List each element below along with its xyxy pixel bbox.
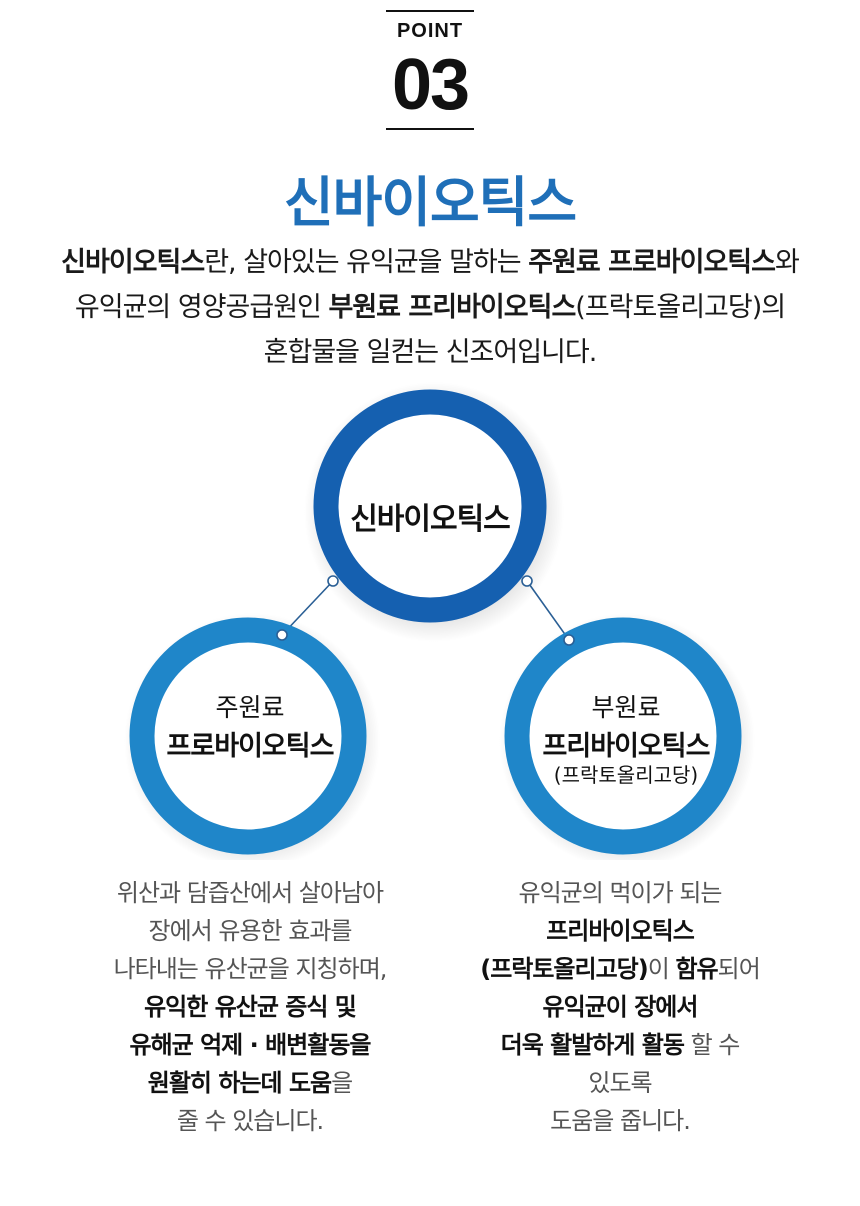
- desc-line: 줄 수 있습니다.: [176, 1107, 324, 1135]
- page-title: 신바이오틱스: [283, 171, 577, 234]
- synbiotics-diagram: [124, 382, 755, 860]
- desc-bold: 유익균이 장에서: [542, 993, 699, 1021]
- desc-line: 프리바이오틱스: [430, 912, 810, 950]
- intro-line-2: 유익균의 영양공급원인 부원료 프리바이오틱스(프락토올리고당)의: [0, 285, 860, 330]
- desc-bold: 유익한 유산균 증식 및: [144, 993, 357, 1021]
- intro-text: 와: [775, 247, 800, 278]
- intro-text: 유익균의 영양공급원인: [74, 292, 329, 323]
- intro-text: (프락토올리고당)의: [575, 292, 786, 323]
- left-circle-sublabel: 주원료: [215, 693, 285, 722]
- desc-bold: 프리바이오틱스: [546, 917, 695, 945]
- desc-bold: (프락토올리고당): [480, 955, 648, 983]
- left-circle-label: 프로바이오틱스: [166, 731, 335, 762]
- intro-bold: 신바이오틱스: [61, 247, 205, 278]
- desc-line: 더욱 활발하게 활동 할 수: [430, 1026, 810, 1064]
- probiotics-description: 위산과 담즙산에서 살아남아 장에서 유용한 효과를 나타내는 유산균을 지칭하…: [60, 874, 440, 1140]
- intro-paragraph: 신바이오틱스란, 살아있는 유익균을 말하는 주원료 프로바이오틱스와 유익균의…: [0, 240, 860, 375]
- desc-text: 할 수: [683, 1031, 741, 1059]
- desc-line: 장에서 유용한 효과를: [148, 917, 353, 945]
- point-label: POINT: [396, 20, 464, 42]
- desc-text: 되어: [717, 955, 761, 983]
- right-circle-sublabel: 부원료: [591, 693, 661, 722]
- desc-line: 원활히 하는데 도움을: [60, 1064, 440, 1102]
- right-circle-label: 프리바이오틱스: [542, 731, 711, 762]
- desc-line: 유해균 억제 · 배변활동을: [60, 1026, 440, 1064]
- right-circle-paren: (프락토올리고당): [553, 763, 699, 787]
- desc-text: 이: [647, 955, 676, 983]
- intro-bold: 주원료 프로바이오틱스: [528, 247, 776, 278]
- ring-left: [129, 617, 367, 855]
- desc-line: 유익균이 장에서: [430, 988, 810, 1026]
- intro-bold: 부원료 프리바이오틱스: [328, 292, 576, 323]
- point-number: 03: [391, 45, 470, 125]
- desc-line: 유익한 유산균 증식 및: [60, 988, 440, 1026]
- desc-bold: 함유: [675, 955, 718, 983]
- desc-text: 을: [331, 1069, 353, 1097]
- desc-line: 도움을 줍니다.: [550, 1107, 691, 1135]
- ring-right: [504, 617, 742, 855]
- top-rule: [386, 10, 474, 12]
- ring-top: [313, 389, 547, 623]
- desc-bold: 더욱 활발하게 활동: [500, 1031, 685, 1059]
- desc-line: 유익균의 먹이가 되는: [518, 879, 723, 907]
- desc-bold: 유해균 억제 · 배변활동을: [129, 1031, 372, 1059]
- intro-line-1: 신바이오틱스란, 살아있는 유익균을 말하는 주원료 프로바이오틱스와: [0, 240, 860, 285]
- top-circle-label: 신바이오틱스: [350, 502, 511, 537]
- desc-line: (프락토올리고당)이 함유되어: [430, 950, 810, 988]
- desc-line: 위산과 담즙산에서 살아남아: [116, 879, 384, 907]
- desc-line: 나타내는 유산균을 지칭하며,: [113, 955, 388, 983]
- desc-line: 있도록: [588, 1069, 652, 1097]
- connector-dot: [521, 575, 533, 587]
- connector-dot: [327, 575, 339, 587]
- desc-bold: 원활히 하는데 도움: [147, 1069, 332, 1097]
- intro-text: 란, 살아있는 유익균을 말하는: [204, 247, 529, 278]
- intro-line-3: 혼합물을 일컫는 신조어입니다.: [263, 337, 598, 368]
- prebiotics-description: 유익균의 먹이가 되는 프리바이오틱스 (프락토올리고당)이 함유되어 유익균이…: [430, 874, 810, 1140]
- connector-dot: [276, 629, 288, 641]
- connector-dot: [563, 634, 575, 646]
- bottom-rule: [386, 128, 474, 130]
